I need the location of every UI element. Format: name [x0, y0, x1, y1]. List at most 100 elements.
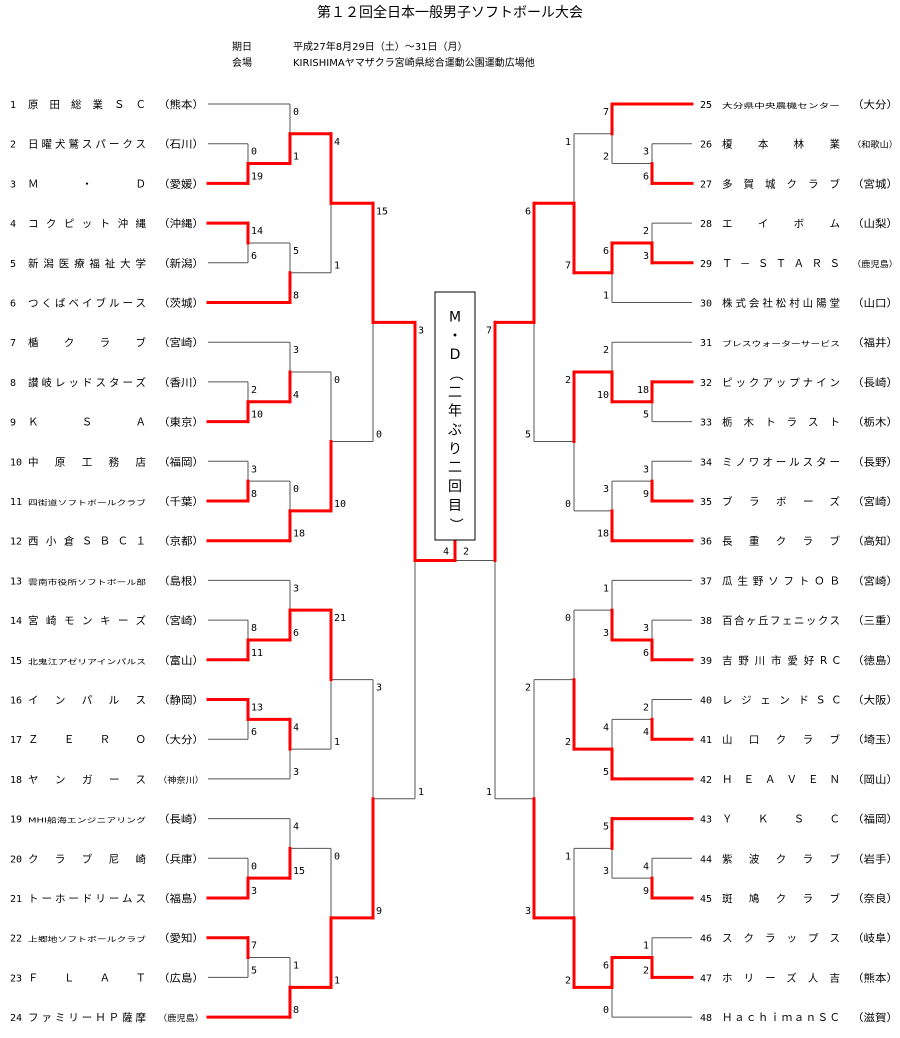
team-prefecture: （富山） [158, 654, 204, 667]
team-number: 22 [10, 934, 22, 945]
score: 15 [376, 206, 388, 217]
score: 14 [251, 226, 263, 237]
team-prefecture: （福井） [852, 336, 898, 349]
team-number: 38 [700, 616, 712, 627]
page-title: 第１２回全日本一般男子ソフトボール大会 [317, 4, 583, 21]
team-name: ＨＥＡＶＥＮ [722, 774, 840, 786]
team-number: 20 [10, 854, 22, 865]
score: 1 [418, 787, 424, 798]
team-prefecture: （宮城） [852, 177, 898, 190]
score: 8 [293, 291, 299, 302]
team-name: 紫波クラブ [722, 852, 841, 865]
team-number: 34 [700, 457, 712, 468]
score: 4 [293, 390, 299, 401]
team-prefecture: （熊本） [158, 98, 204, 111]
team-prefecture: （長崎） [852, 376, 898, 389]
team-number: 43 [700, 815, 712, 826]
score: 2 [525, 683, 531, 694]
team-prefecture: （愛媛） [158, 177, 204, 190]
team-prefecture: （京都） [158, 535, 204, 548]
team-number: 29 [700, 259, 712, 270]
score: 1 [293, 961, 299, 972]
venue-value: KIRISHIMAヤマザクラ宮崎県総合運動公園運動広場他 [293, 56, 535, 69]
score: 6 [643, 171, 649, 182]
team-prefecture: （茨城） [158, 297, 204, 310]
score: 1 [603, 291, 609, 302]
score: 1 [565, 851, 571, 862]
champion-char: 目 [448, 498, 462, 514]
score: 3 [603, 484, 609, 495]
team-number: 18 [10, 775, 22, 786]
score: 7 [565, 261, 571, 272]
team-name: 長重クラブ [722, 535, 841, 548]
team-number: 37 [700, 576, 712, 587]
score: 2 [565, 737, 571, 748]
team-name: ヤンガース [28, 774, 146, 786]
team-number: 42 [700, 775, 712, 786]
team-number: 27 [700, 179, 712, 190]
team-prefecture: （滋賀） [852, 1011, 898, 1024]
team-name: クラブ尼崎 [28, 852, 147, 865]
champion-box [434, 291, 476, 541]
score: 15 [293, 866, 305, 877]
score: 2 [565, 375, 571, 386]
score: 13 [251, 703, 263, 714]
team-prefecture: （長崎） [158, 813, 204, 826]
team-name: ピックアップナイン [722, 377, 840, 389]
score: 4 [643, 861, 649, 872]
score: 3 [418, 325, 424, 336]
final-score-right: 2 [463, 547, 469, 558]
score: 4 [643, 727, 649, 738]
team-name: ＫＳＡ [28, 417, 146, 429]
champion-char: M [449, 309, 461, 325]
team-name: ＹＫＳＣ [722, 814, 840, 826]
team-name: 斑鳩クラブ [722, 892, 841, 905]
score: 9 [643, 489, 649, 500]
team-name: ファミリーＨＰ薩摩 [28, 1011, 147, 1024]
team-prefecture: （宮崎） [852, 574, 898, 587]
team-name: 吉野川市愛好RC [722, 654, 840, 667]
score: 1 [643, 941, 649, 952]
score: 0 [334, 375, 340, 386]
score: 0 [376, 429, 382, 440]
team-name: 雲南市役所ソフトボール部 [28, 577, 146, 586]
score: 18 [293, 529, 305, 540]
score: 1 [293, 152, 299, 163]
team-entry: 43 ＹＫＳＣ （福岡） [700, 813, 898, 826]
team-name: コクピット沖縄 [28, 217, 147, 230]
team-prefecture: （山口） [852, 298, 898, 310]
team-name: 宮崎モンキーズ [28, 614, 146, 627]
score: 6 [251, 251, 257, 262]
score: 9 [643, 886, 649, 897]
score: 3 [293, 583, 299, 594]
score: 5 [525, 429, 531, 440]
score: 1 [334, 737, 340, 748]
team-prefecture: （福岡） [852, 813, 898, 826]
score: 18 [637, 385, 649, 396]
team-name: ミノワオールスター [722, 456, 840, 468]
team-prefecture: （沖縄） [158, 217, 204, 230]
team-prefecture: （香川） [158, 377, 204, 389]
